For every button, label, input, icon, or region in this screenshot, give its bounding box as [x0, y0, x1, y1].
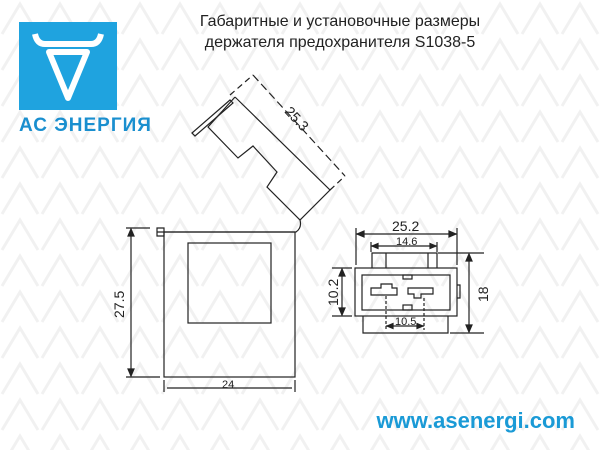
front-view: [156, 219, 302, 378]
logo: [19, 22, 117, 110]
logo-text: АС ЭНЕРГИЯ: [19, 115, 152, 136]
dim-lid: 25.3: [282, 103, 312, 134]
dim-width: 24: [222, 379, 234, 391]
side-view: [332, 228, 484, 334]
title-line-2: держателя предохранителя S1038-5: [204, 34, 476, 51]
dim-side-height: 10.2: [325, 279, 341, 306]
title-line-1: Габаритные и установочные размеры: [199, 13, 481, 30]
lid-view: [191, 74, 346, 221]
website-link[interactable]: www.asenergi.com: [376, 408, 575, 433]
dim-height: 27.5: [111, 291, 127, 318]
dim-tab-width: 14.6: [396, 236, 417, 248]
dim-contact-spacing: 10.5: [395, 316, 416, 328]
logo-emblem-icon: [32, 33, 104, 101]
front-dims: [126, 227, 296, 392]
dim-side-width: 25.2: [392, 218, 419, 234]
dim-total-height: 18: [475, 286, 491, 302]
